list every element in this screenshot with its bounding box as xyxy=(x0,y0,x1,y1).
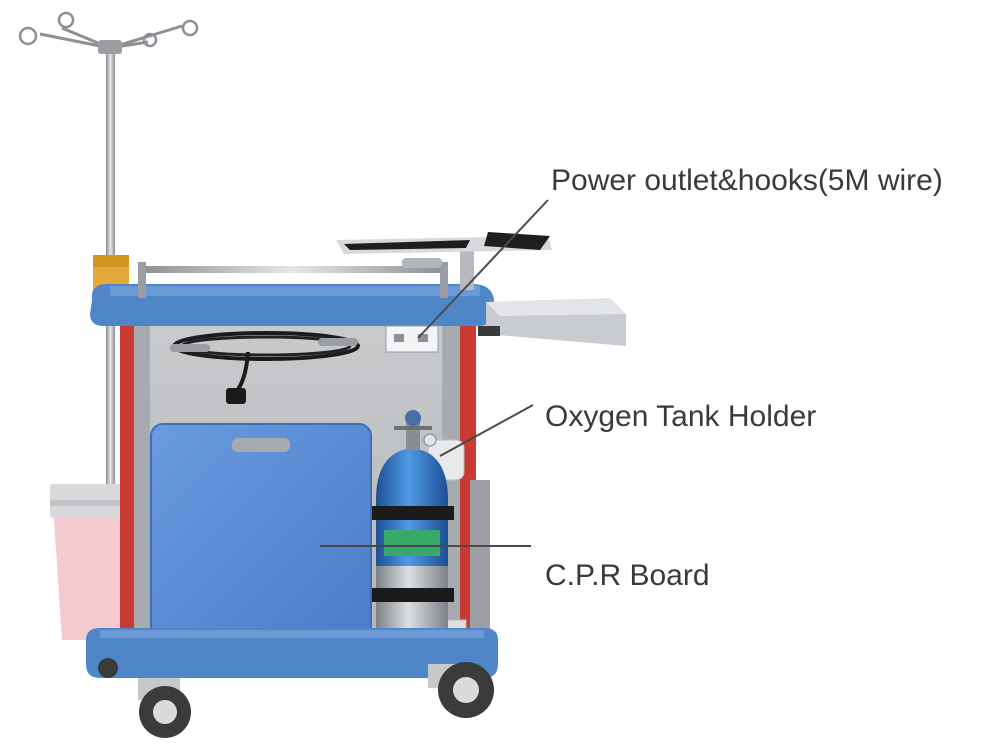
top-rail xyxy=(138,258,448,298)
power-cable xyxy=(170,331,360,404)
callout-lines xyxy=(320,199,549,547)
oxygen-cylinder xyxy=(372,410,454,654)
monitor-tray xyxy=(336,232,552,290)
side-shelf xyxy=(478,298,626,346)
callout-cpr-board: C.P.R Board xyxy=(545,559,710,592)
cart-base xyxy=(86,628,498,678)
iv-pole xyxy=(18,11,199,665)
waste-bin xyxy=(50,484,136,640)
power-outlet xyxy=(385,325,439,353)
top-tray xyxy=(90,284,494,326)
callout-oxygen-tank-holder: Oxygen Tank Holder xyxy=(545,400,817,433)
oxygen-holder-leader-line xyxy=(439,404,534,457)
casters xyxy=(98,658,494,738)
power-outlet-leader-line xyxy=(417,199,549,339)
cpr-board xyxy=(150,423,372,655)
callout-power-outlet: Power outlet&hooks(5M wire) xyxy=(551,164,943,197)
